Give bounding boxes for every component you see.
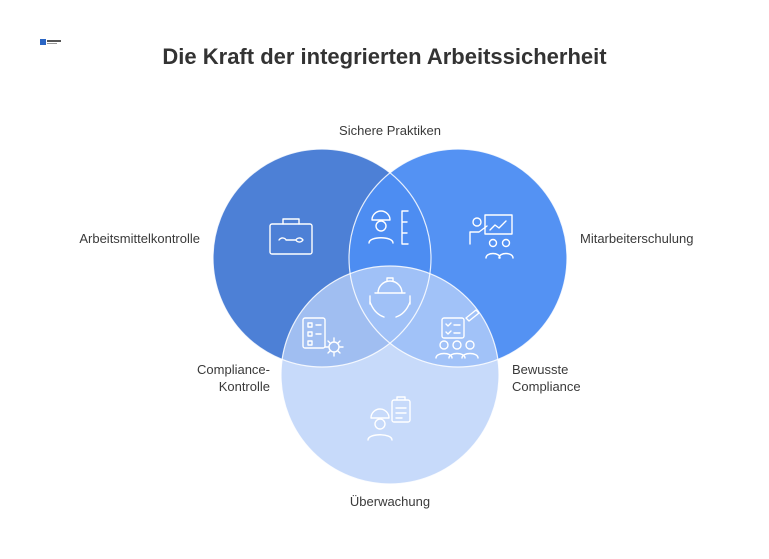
label-mitarbeiterschulung: Mitarbeiterschulung xyxy=(580,231,694,246)
checklist-gear-icon xyxy=(302,317,344,357)
label-sichere-praktiken: Sichere Praktiken xyxy=(339,123,441,138)
worker-ruler-icon xyxy=(368,210,409,245)
label-bewusste-compliance: Bewusste Compliance xyxy=(512,361,581,395)
label-bewusste-compliance-line2: Compliance xyxy=(512,379,581,394)
hands-hardhat-icon xyxy=(369,277,411,318)
label-compliance-kontrolle-line2: Kontrolle xyxy=(218,379,270,394)
training-presentation-icon xyxy=(469,214,514,259)
label-compliance-kontrolle-line1: Compliance- xyxy=(197,362,270,377)
worker-clipboard-icon xyxy=(367,396,411,441)
checklist-group-icon xyxy=(435,309,480,359)
label-compliance-kontrolle: Compliance- Kontrolle xyxy=(140,361,270,395)
label-ueberwachung: Überwachung xyxy=(349,494,431,509)
circle-ueberwachung xyxy=(281,266,499,484)
toolbox-wrench-icon xyxy=(269,218,313,255)
brand-logo xyxy=(40,33,62,45)
page-title: Die Kraft der integrierten Arbeitssicher… xyxy=(162,44,607,69)
label-arbeitsmittelkontrolle: Arbeitsmittelkontrolle xyxy=(79,231,200,246)
label-bewusste-compliance-line1: Bewusste xyxy=(512,362,569,377)
